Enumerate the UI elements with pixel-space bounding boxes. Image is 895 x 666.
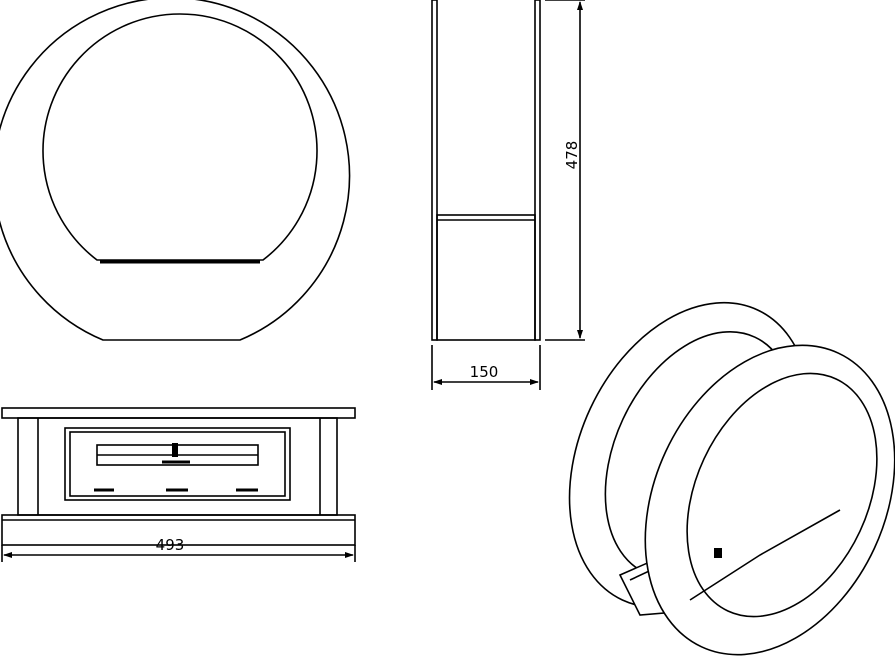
height-label: 478 xyxy=(563,141,581,170)
side-view: 478 150 xyxy=(431,0,585,390)
inner-ring xyxy=(42,13,318,261)
isometric-view xyxy=(568,301,895,656)
top-view: 493 xyxy=(1,407,356,562)
front-view xyxy=(0,0,351,341)
outer-ring xyxy=(0,0,351,341)
depth-label: 150 xyxy=(470,363,499,381)
width-label: 493 xyxy=(156,536,185,554)
